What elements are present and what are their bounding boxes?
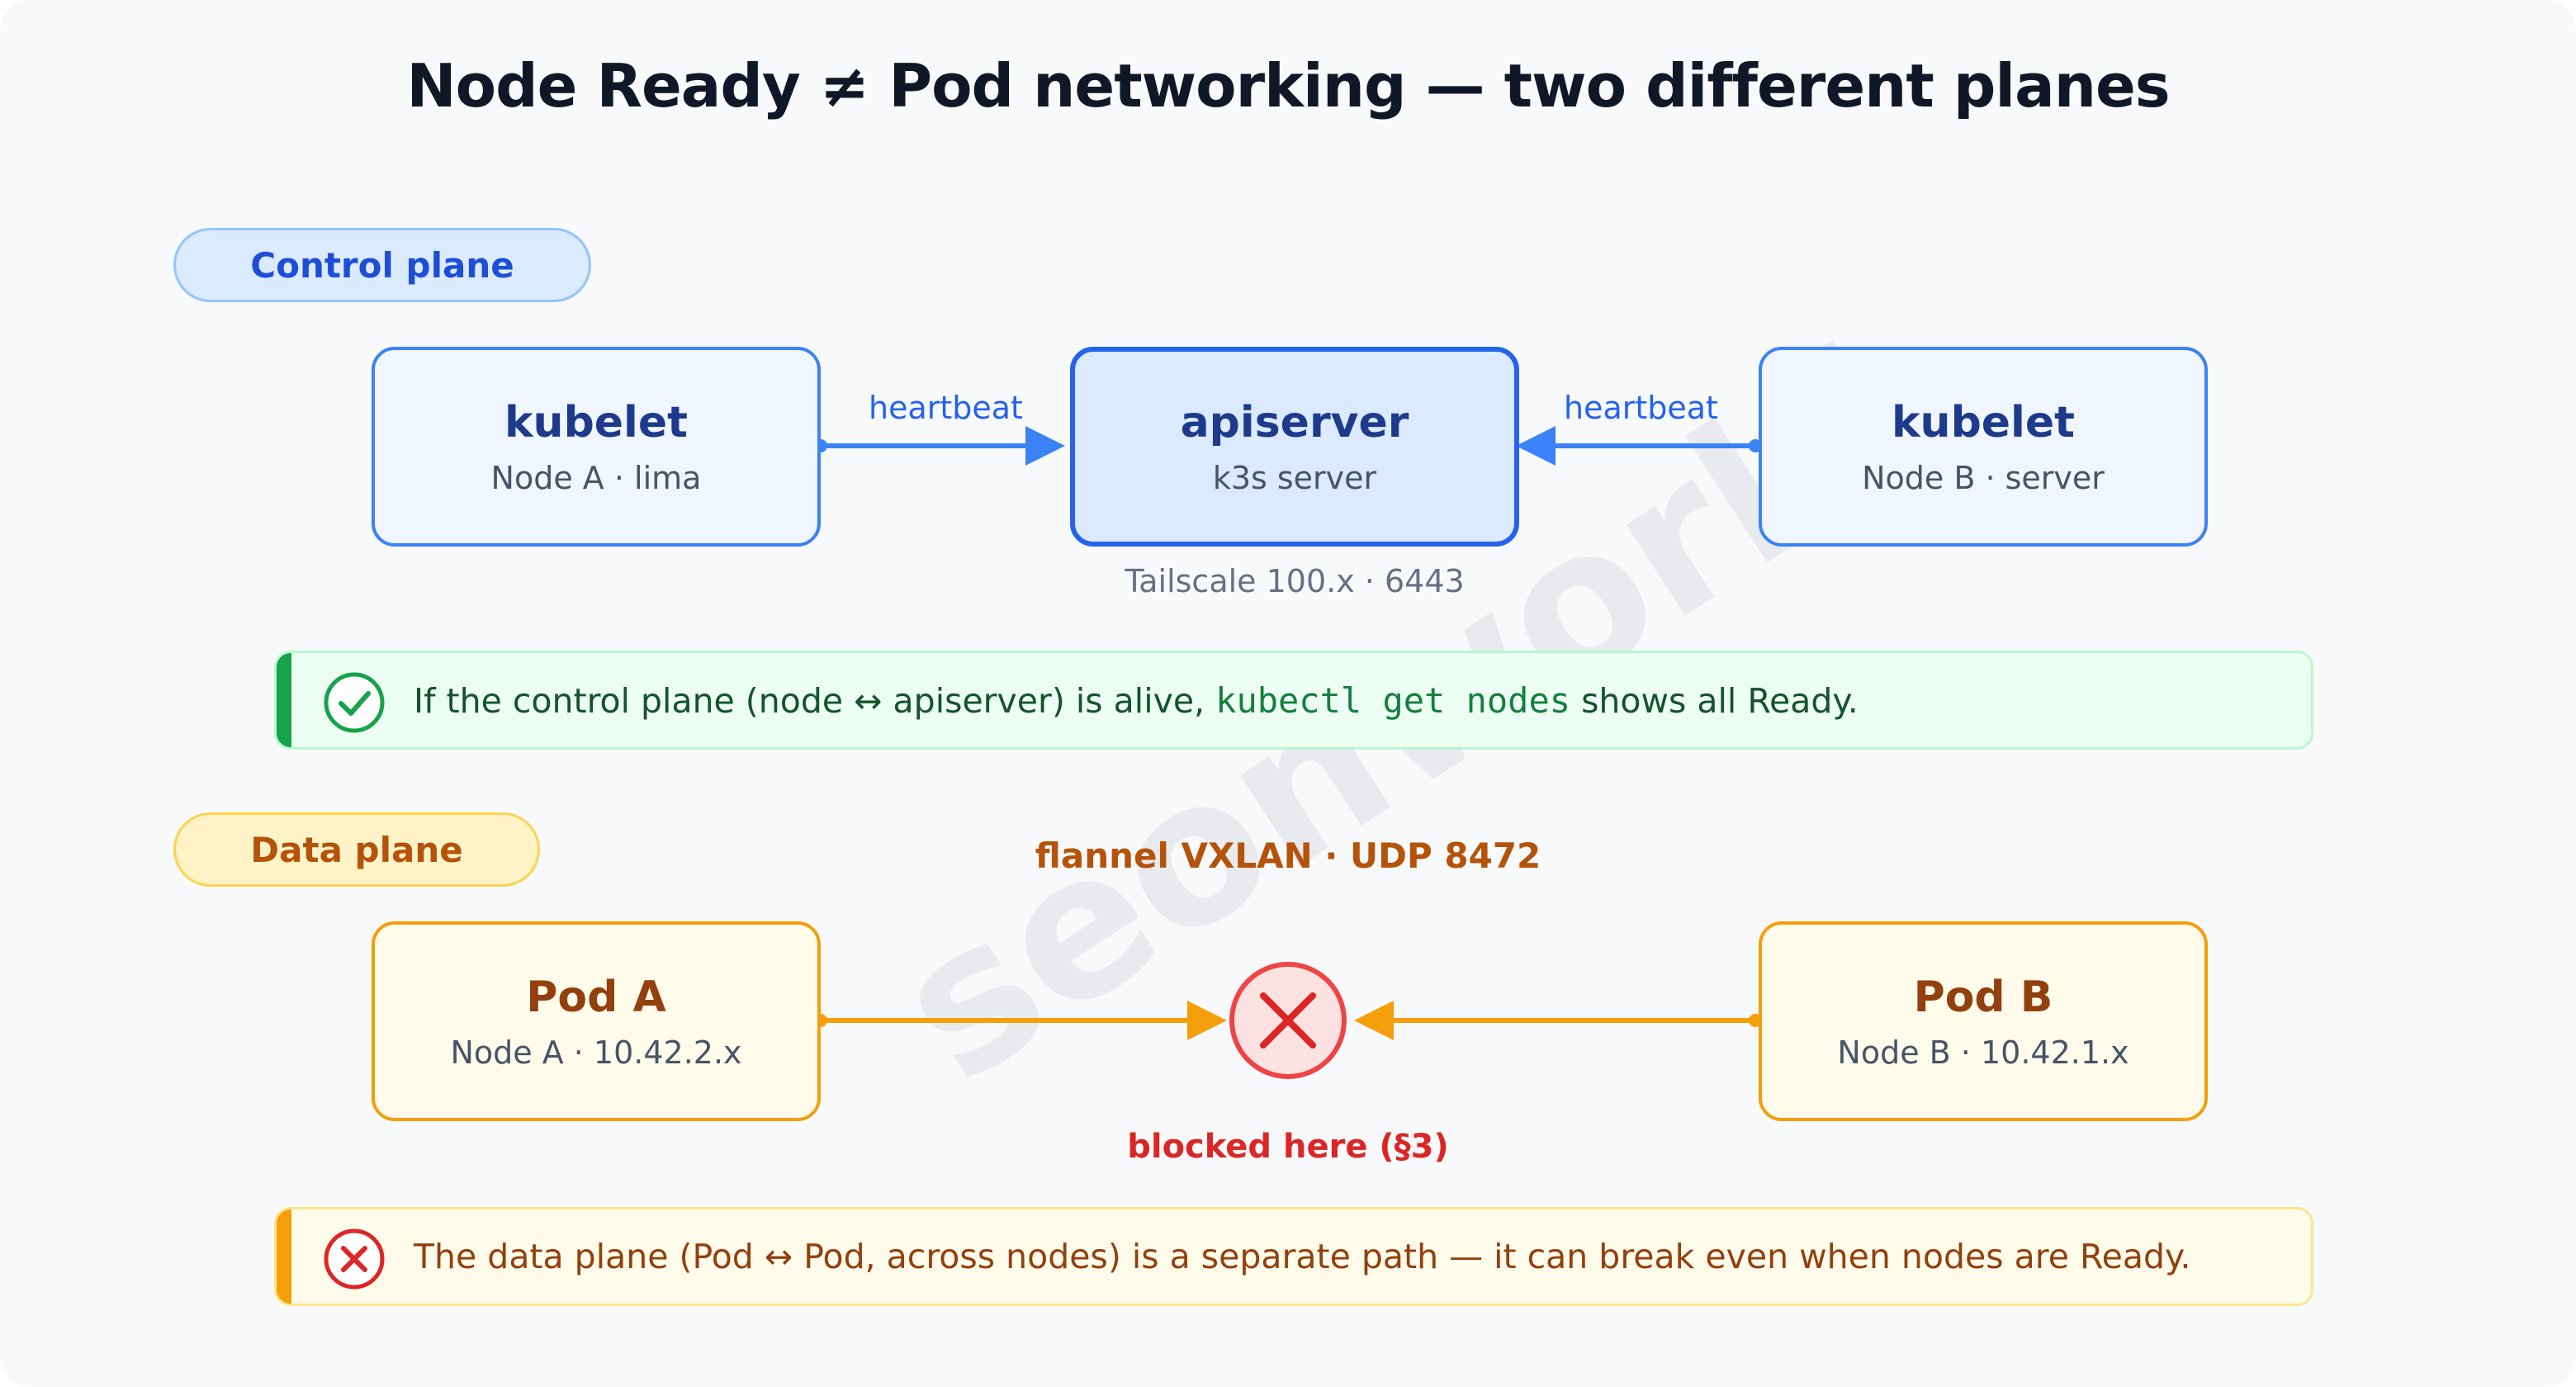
node-subtitle: Node A · lima — [490, 460, 702, 497]
node-name: Pod A — [526, 972, 666, 1022]
node-name: Pod B — [1913, 972, 2053, 1022]
check-circle-icon — [324, 672, 385, 733]
data-plane-note: The data plane (Pod ↔ Pod, across nodes)… — [274, 1207, 2313, 1306]
pod-b-node: Pod B Node B · 10.42.1.x — [1759, 921, 2208, 1121]
node-subtitle: k3s server — [1212, 460, 1377, 497]
kubelet-node-b: kubelet Node B · server — [1759, 347, 2208, 547]
node-name: kubelet — [1891, 397, 2076, 447]
apiserver-node: apiserver k3s server — [1070, 347, 1519, 547]
node-subtitle: Node B · server — [1862, 460, 2105, 497]
control-plane-note-text: If the control plane (node ↔ apiserver) … — [414, 680, 1859, 721]
apiserver-caption: Tailscale 100.x · 6443 — [1125, 563, 1465, 599]
page-title: Node Ready ≠ Pod networking — two differ… — [406, 51, 2170, 121]
blocked-label: blocked here (§3) — [1127, 1128, 1449, 1166]
flannel-protocol-label: flannel VXLAN · UDP 8472 — [1035, 836, 1541, 876]
node-name: kubelet — [504, 397, 689, 447]
heartbeat-edge-left — [814, 426, 1065, 466]
note-suffix: shows all Ready. — [1570, 680, 1859, 721]
data-plane-note-text: The data plane (Pod ↔ Pod, across nodes)… — [414, 1237, 2191, 1276]
vxlan-edge-left — [814, 1001, 1227, 1040]
note-accent-bar — [277, 1209, 291, 1304]
control-plane-badge: Control plane — [173, 228, 591, 302]
pod-a-node: Pod A Node A · 10.42.2.x — [372, 921, 821, 1121]
node-subtitle: Node B · 10.42.1.x — [1837, 1034, 2129, 1072]
heartbeat-label-left: heartbeat — [869, 390, 1023, 426]
node-subtitle: Node A · 10.42.2.x — [450, 1034, 742, 1072]
control-plane-note: If the control plane (node ↔ apiserver) … — [274, 651, 2313, 750]
blocked-x-icon — [1229, 962, 1347, 1079]
heartbeat-label-right: heartbeat — [1564, 390, 1718, 426]
note-accent-bar — [277, 653, 291, 747]
heartbeat-edge-right — [1516, 426, 1762, 466]
data-plane-badge: Data plane — [173, 812, 540, 887]
x-circle-icon — [324, 1228, 385, 1290]
note-prefix: If the control plane (node ↔ apiserver) … — [414, 680, 1216, 721]
node-name: apiserver — [1180, 397, 1409, 447]
vxlan-edge-right — [1354, 1001, 1762, 1040]
kubelet-node-a: kubelet Node A · lima — [372, 347, 821, 547]
kubectl-command: kubectl get nodes — [1215, 679, 1571, 721]
